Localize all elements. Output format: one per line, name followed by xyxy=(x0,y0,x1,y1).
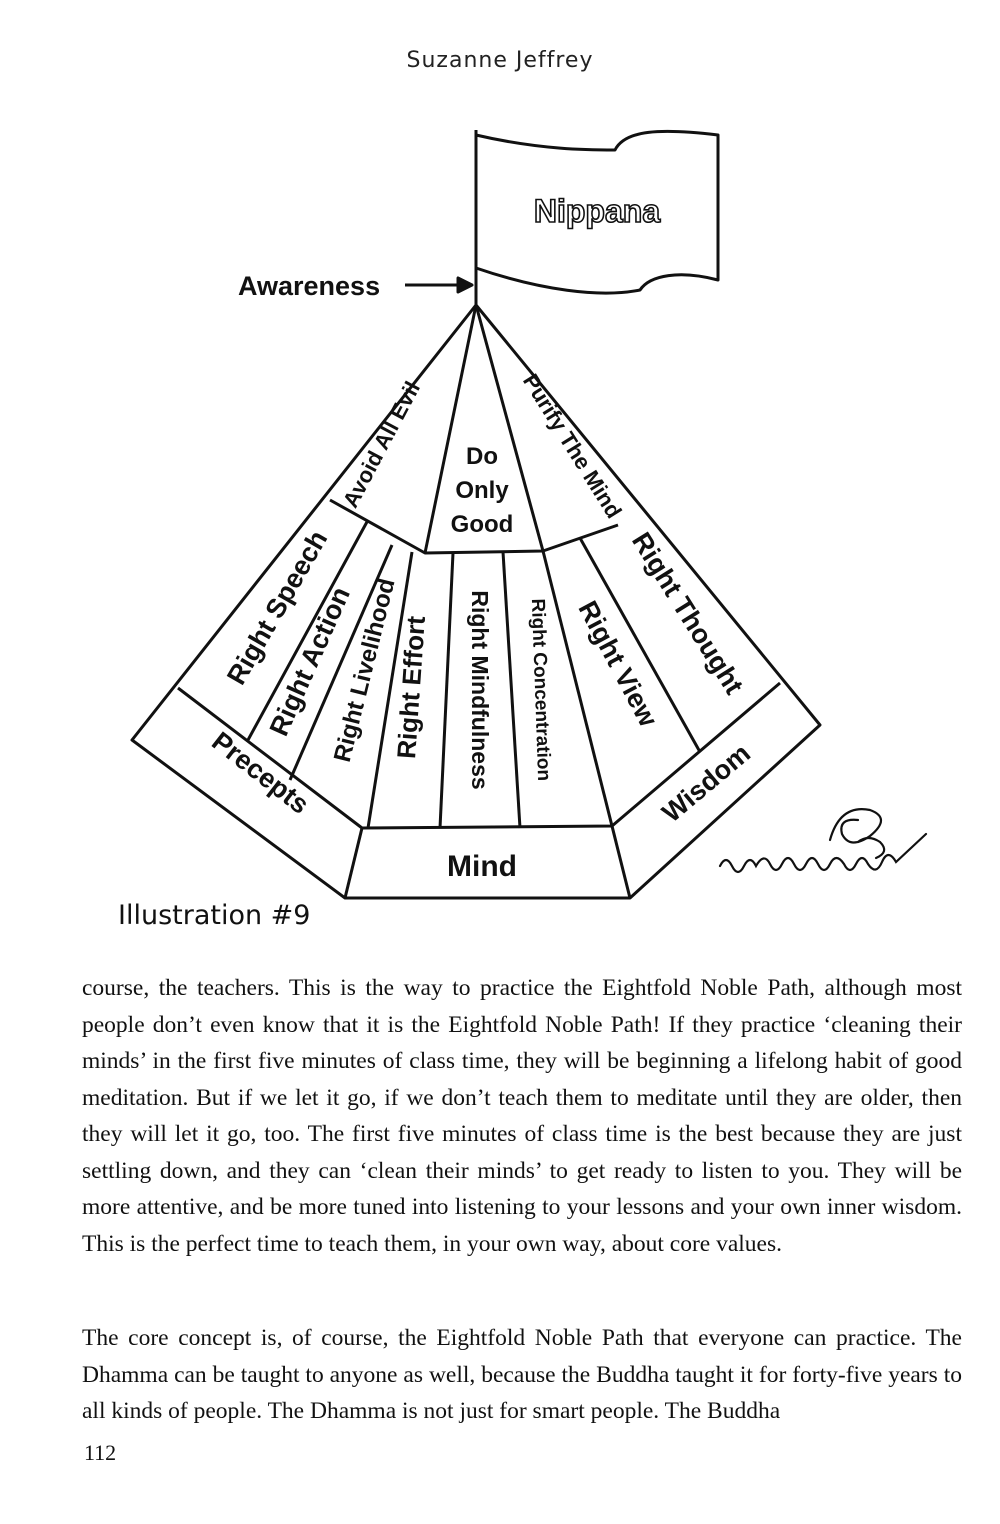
pyramid-diagram: Nippana Awareness Avoid All Evil Do Only… xyxy=(130,129,928,900)
do-only-good-label: Do Only Good xyxy=(451,443,514,538)
illustration-caption: Illustration #9 xyxy=(118,900,311,931)
pyramid-outline xyxy=(130,303,822,900)
body-paragraph: The core concept is, of course, the Eigh… xyxy=(82,1325,962,1424)
do-only-good-line: Good xyxy=(451,511,514,538)
flag-banner xyxy=(474,129,720,295)
purify-the-mind-label: Purify The Mind xyxy=(518,369,627,522)
do-only-good-line: Do xyxy=(466,443,498,470)
running-header: Suzanne Jeffrey xyxy=(406,48,594,73)
awareness-label: Awareness xyxy=(238,271,380,301)
wisdom-label: Wisdom xyxy=(656,738,756,828)
body-paragraph: course, the teachers. This is the way to… xyxy=(82,975,962,1257)
signature xyxy=(718,808,928,874)
do-only-good-line: Only xyxy=(455,477,509,504)
right-concentration-label: Right Concentration xyxy=(527,598,554,781)
avoid-all-evil-label: Avoid All Evil xyxy=(338,377,425,511)
mind-label: Mind xyxy=(447,850,517,883)
right-thought-label: Right Thought xyxy=(626,527,749,699)
page-number: 112 xyxy=(84,1440,117,1465)
eightfold-path-illustration: Nippana Awareness Avoid All Evil Do Only… xyxy=(0,120,1000,910)
awareness-arrowhead xyxy=(456,276,474,294)
flag-label: Nippana xyxy=(534,193,660,229)
right-mindfulness-label: Right Mindfulness xyxy=(467,590,493,789)
